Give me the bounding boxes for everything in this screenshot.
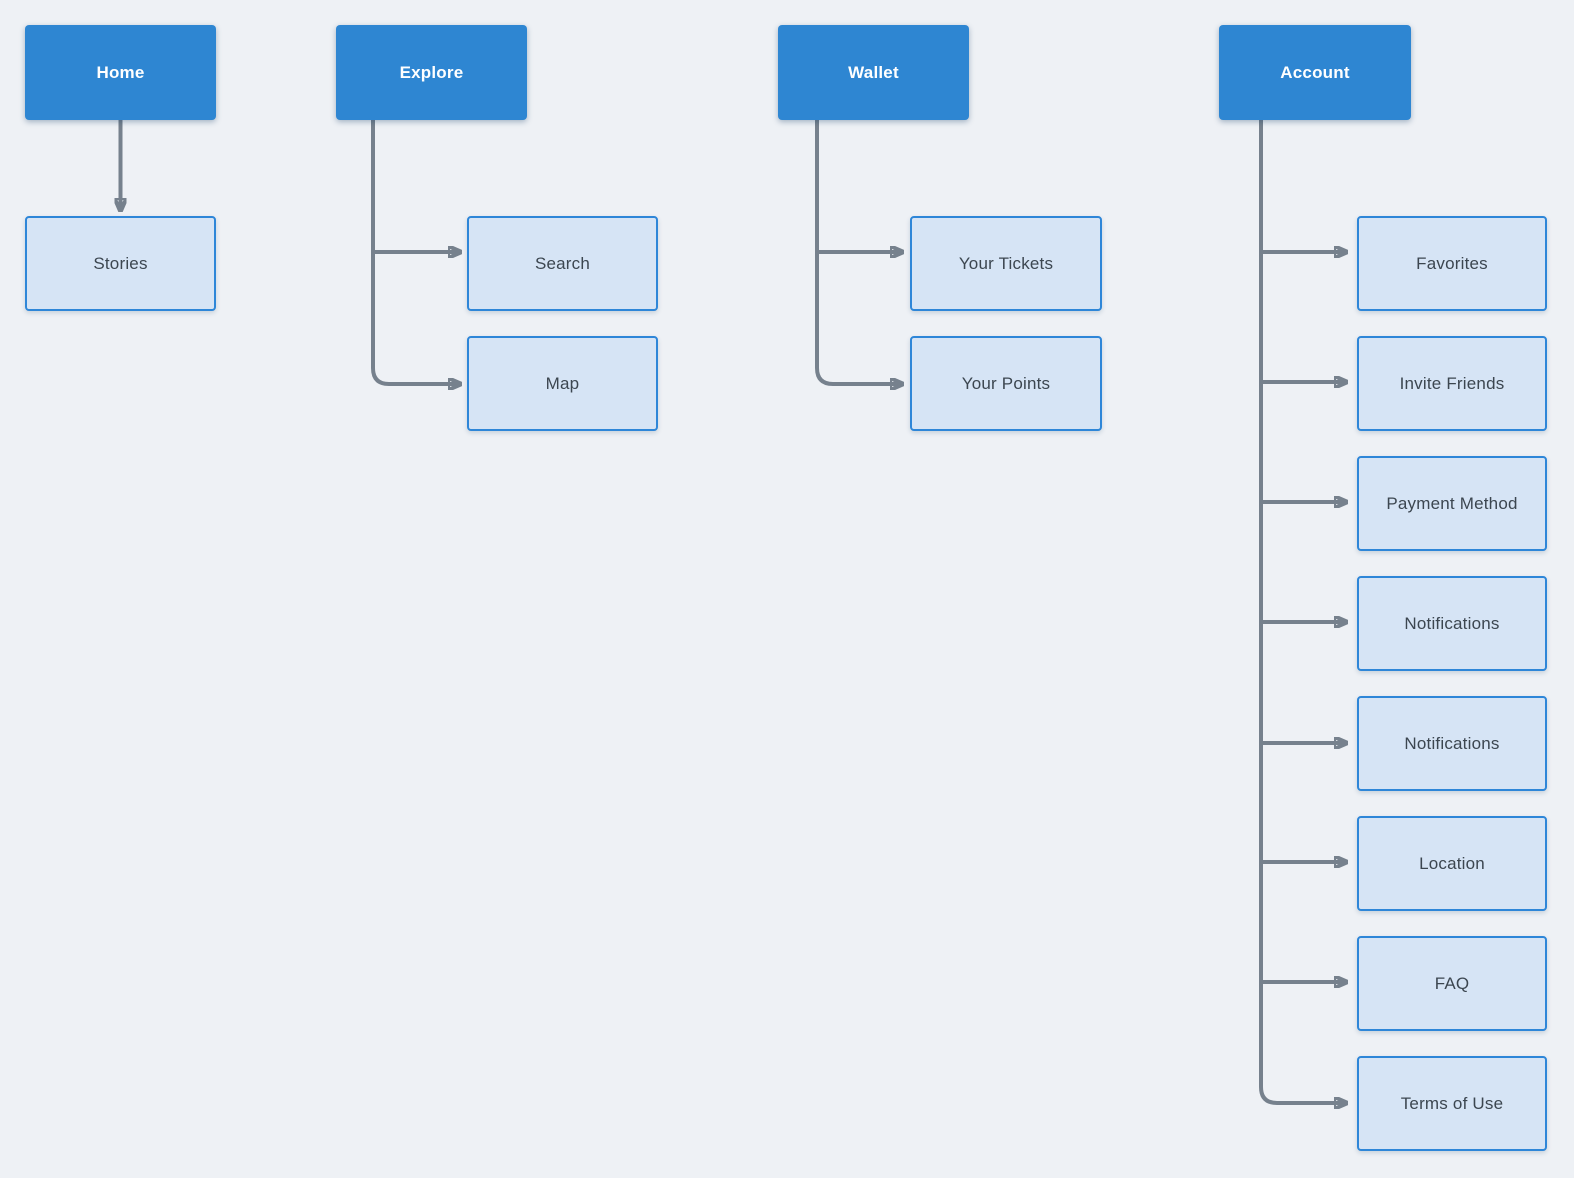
node-account-label: Account xyxy=(1280,62,1350,82)
node-account[interactable]: Account xyxy=(1219,25,1411,120)
node-faq-label: FAQ xyxy=(1434,973,1470,993)
node-location-label: Location xyxy=(1419,853,1485,873)
node-your-tickets[interactable]: Your Tickets xyxy=(910,216,1102,311)
node-wallet[interactable]: Wallet xyxy=(778,25,969,120)
connector-explore-map xyxy=(371,120,460,384)
node-home-label: Home xyxy=(96,62,145,82)
node-wallet-label: Wallet xyxy=(848,62,899,82)
node-invite-friends[interactable]: Invite Friends xyxy=(1357,336,1547,431)
node-favorites[interactable]: Favorites xyxy=(1357,216,1547,311)
node-map-label: Map xyxy=(545,373,580,393)
node-payment-method[interactable]: Payment Method xyxy=(1357,456,1547,551)
node-explore[interactable]: Explore xyxy=(336,25,527,120)
node-home[interactable]: Home xyxy=(25,25,216,120)
node-search[interactable]: Search xyxy=(467,216,658,311)
node-faq[interactable]: FAQ xyxy=(1357,936,1547,1031)
node-your-tickets-label: Your Tickets xyxy=(958,253,1054,273)
node-notifications-1[interactable]: Notifications xyxy=(1357,576,1547,671)
connector-wallet-your-points xyxy=(815,120,902,384)
node-your-points-label: Your Points xyxy=(961,373,1051,393)
node-notifications-1-label: Notifications xyxy=(1404,613,1500,633)
node-terms-of-use-label: Terms of Use xyxy=(1400,1093,1504,1113)
node-stories-label: Stories xyxy=(93,253,148,273)
node-favorites-label: Favorites xyxy=(1416,253,1488,273)
node-map[interactable]: Map xyxy=(467,336,658,431)
node-payment-method-label: Payment Method xyxy=(1386,493,1518,513)
node-location[interactable]: Location xyxy=(1357,816,1547,911)
node-explore-label: Explore xyxy=(399,62,464,82)
node-notifications-2[interactable]: Notifications xyxy=(1357,696,1547,791)
node-search-label: Search xyxy=(534,253,591,273)
node-notifications-2-label: Notifications xyxy=(1404,733,1500,753)
node-invite-friends-label: Invite Friends xyxy=(1399,373,1505,393)
node-your-points[interactable]: Your Points xyxy=(910,336,1102,431)
connector-account-terms-of-use xyxy=(1259,120,1346,1103)
node-stories[interactable]: Stories xyxy=(25,216,216,311)
node-terms-of-use[interactable]: Terms of Use xyxy=(1357,1056,1547,1151)
